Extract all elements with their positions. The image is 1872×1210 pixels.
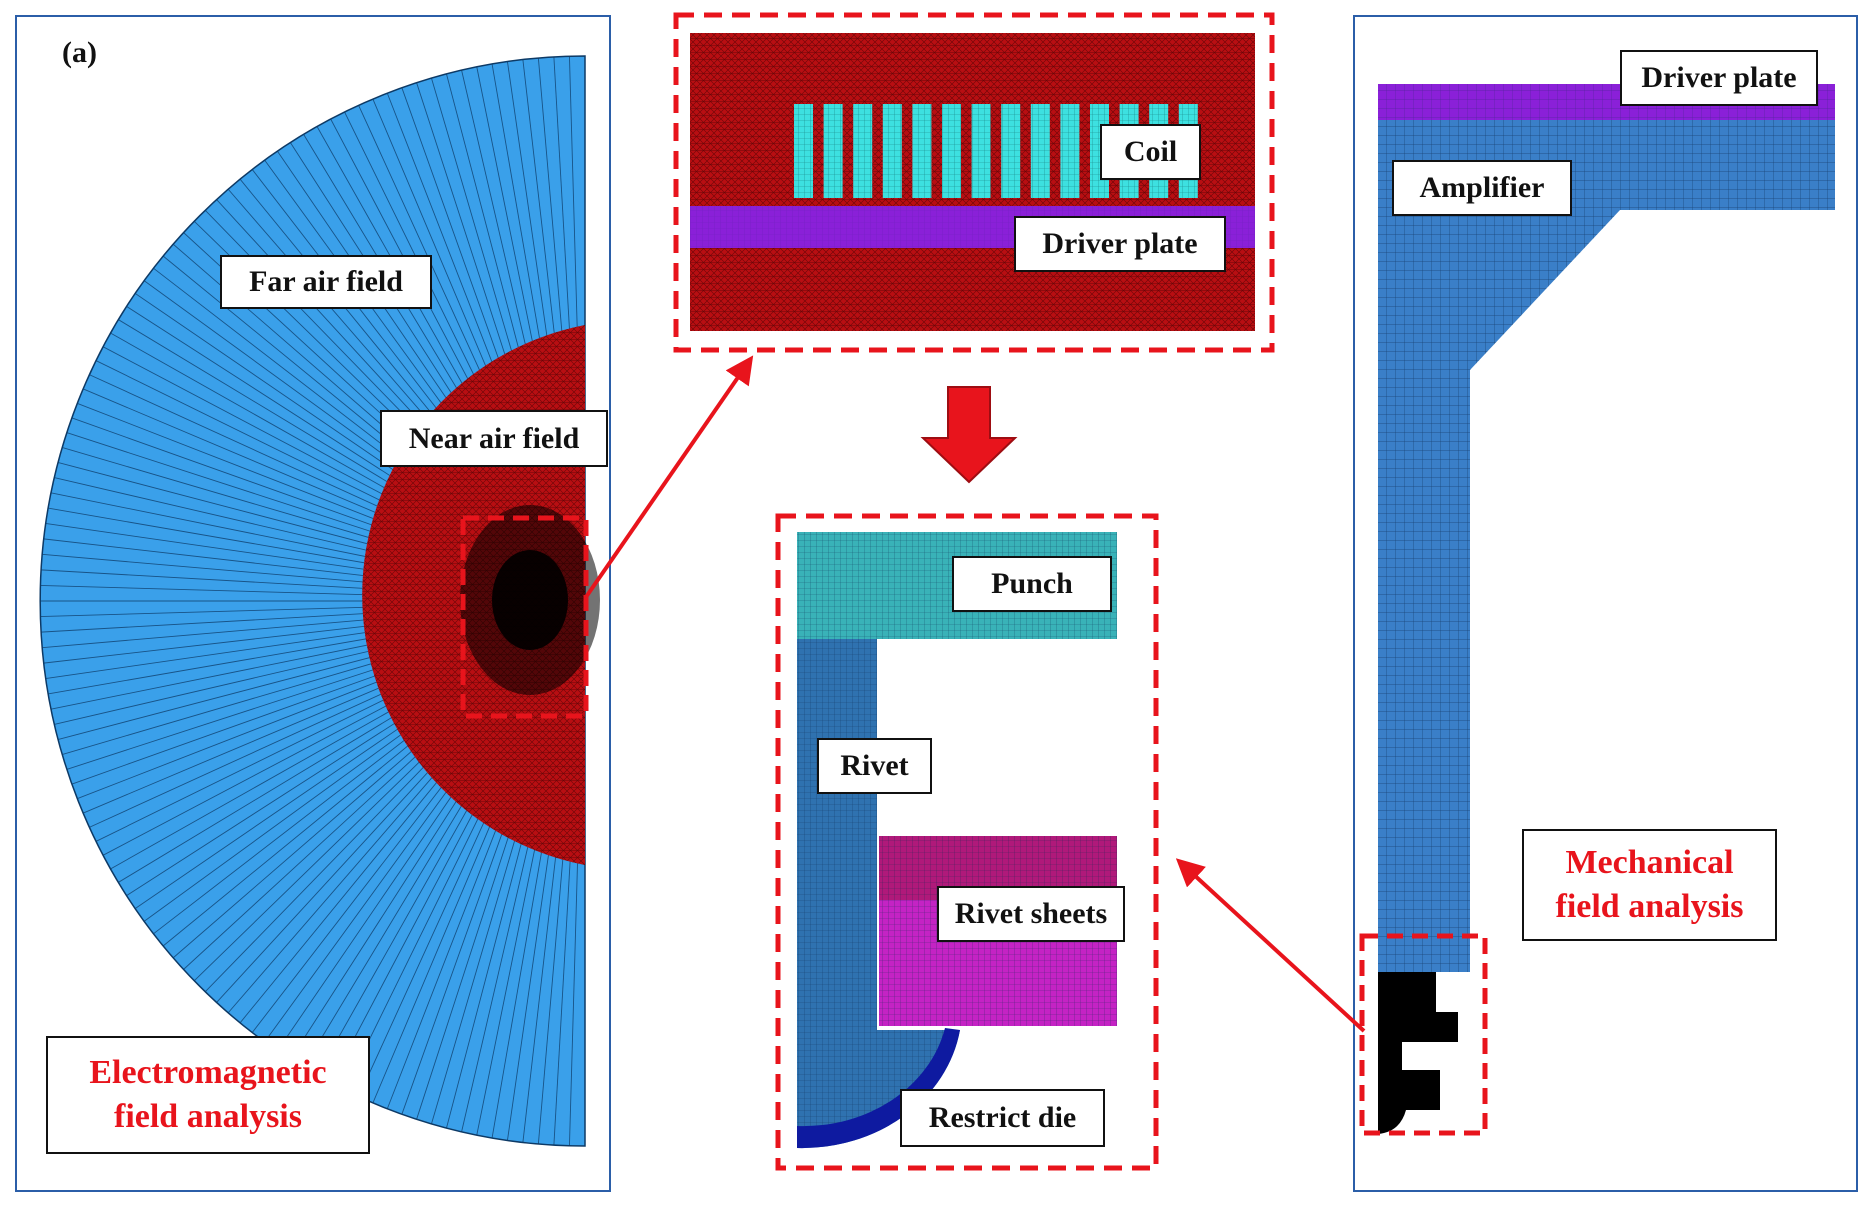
rivet-sheets-label: Rivet sheets (937, 886, 1125, 942)
arrow-left-to-top (584, 355, 754, 599)
coil-turn-mesh (912, 104, 932, 198)
arrow-right-to-middle (1175, 858, 1366, 1033)
coil-turn-mesh (1060, 104, 1080, 198)
restrict-die (797, 1028, 960, 1149)
coil-label: Coil (1100, 124, 1201, 180)
restrict-die-label: Restrict die (900, 1089, 1105, 1147)
driver-plate-right-label: Driver plate (1620, 50, 1818, 106)
driver-plate-zoom-label: Driver plate (1014, 216, 1226, 272)
electromagnetic-caption: Electromagnetic field analysis (46, 1036, 370, 1154)
coil-turn-mesh (971, 104, 991, 198)
coil-turn-mesh (882, 104, 902, 198)
amplifier-label: Amplifier (1392, 160, 1572, 216)
panel-tag: (a) (62, 36, 97, 69)
middle-zoom-frame (775, 513, 1159, 1171)
mechanical-caption-line1: Mechanical (1565, 843, 1734, 881)
near-air-field-label: Near air field (380, 410, 608, 467)
down-arrow (920, 386, 1018, 484)
zoom-region-right (1359, 933, 1488, 1136)
electromagnetic-caption-line1: Electromagnetic (89, 1053, 327, 1091)
top-zoom-frame (673, 12, 1275, 353)
rivet-label: Rivet (817, 738, 932, 794)
punch-label: Punch (952, 556, 1112, 612)
coil-turn-mesh (942, 104, 961, 198)
mechanical-caption: Mechanical field analysis (1522, 829, 1777, 941)
zoom-region-left (460, 515, 589, 719)
rivet-assembly-right (1378, 972, 1458, 1134)
far-air-field-label: Far air field (220, 255, 432, 309)
electromagnetic-caption-line2: field analysis (114, 1098, 302, 1135)
coil-turn-mesh (853, 104, 873, 198)
mechanical-caption-line2: field analysis (1555, 888, 1744, 925)
coil-turn-mesh (794, 104, 813, 198)
coil-turn-mesh (1030, 104, 1050, 198)
coil-turn-mesh (823, 104, 843, 198)
coil-turn-mesh (1001, 104, 1021, 198)
